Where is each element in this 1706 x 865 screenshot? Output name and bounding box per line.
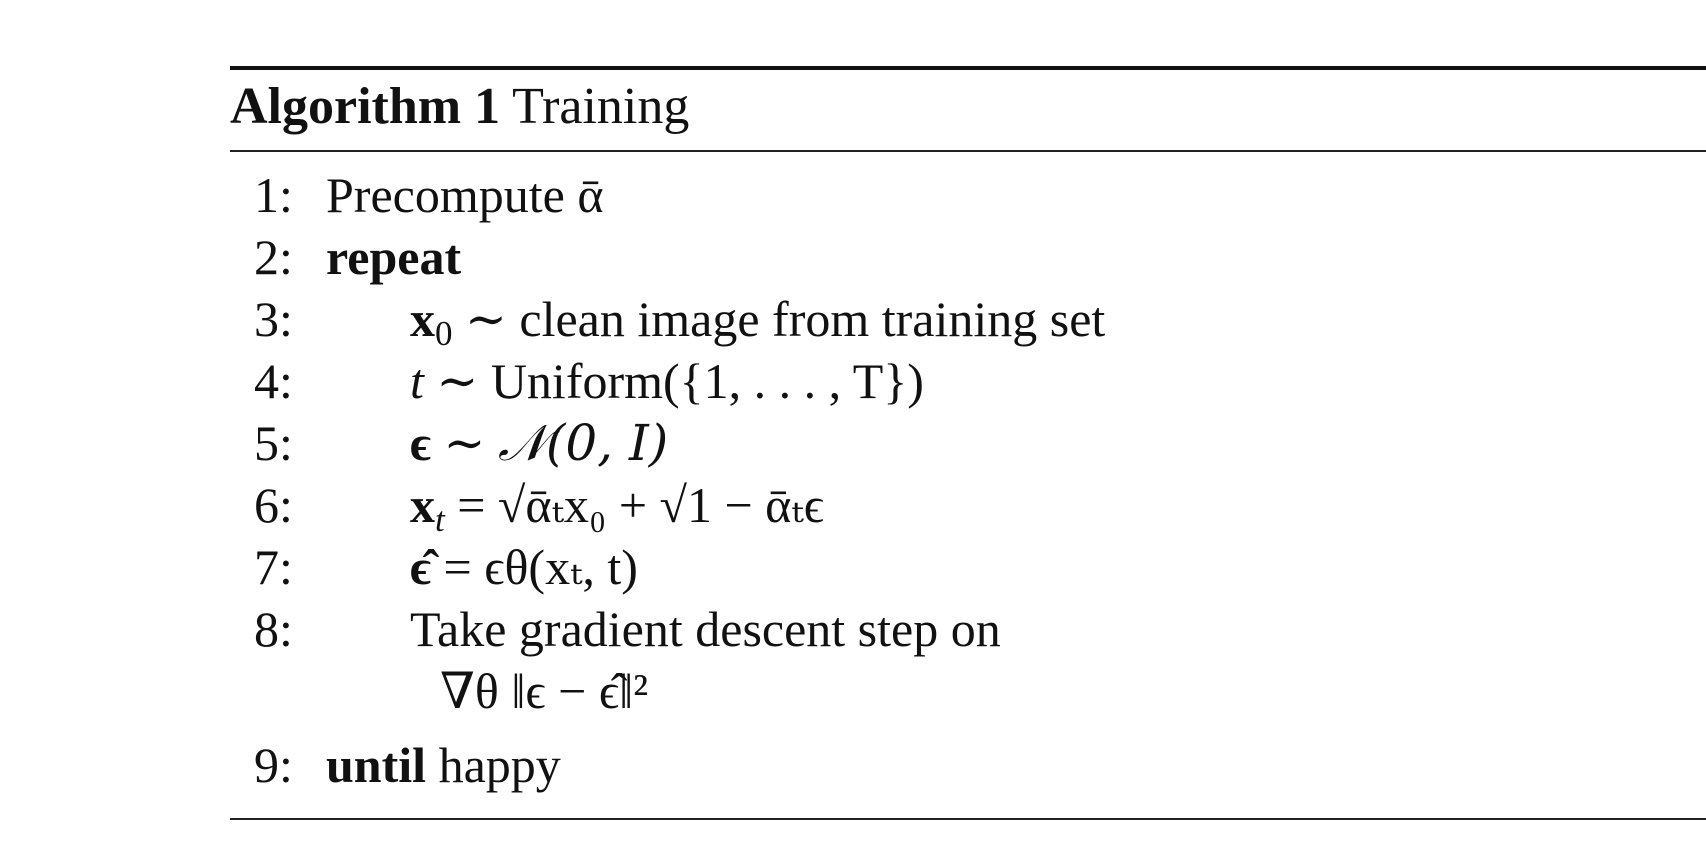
line-number: 9: — [254, 737, 293, 793]
top-rule — [230, 66, 1706, 70]
math-epsilon-hat: ϵ̂ — [410, 539, 432, 595]
math-epsilon: ϵ — [410, 415, 432, 471]
algorithm-line-8: 8: Take gradient descent step on — [230, 598, 1706, 660]
line-text: ϵ ∼ 𝒩(0, I) — [410, 414, 669, 472]
line-text: ϵ̂ = ϵθ(xₜ, t) — [410, 536, 638, 598]
algorithm-title: Training — [512, 78, 690, 135]
line-text: x0 ∼ clean image from training set — [410, 291, 1106, 353]
keyword-until: until — [326, 737, 427, 793]
line-text: until happy — [326, 734, 561, 796]
keyword-repeat: repeat — [326, 229, 462, 285]
line-number: 7: — [254, 539, 293, 595]
algorithm-line-3: 3: x0 ∼ clean image from training set — [230, 288, 1706, 353]
line-phrase: happy — [438, 737, 561, 793]
line-number: 1: — [254, 167, 293, 223]
algorithm-line-4: 4: t ∼ Uniform({1, . . . , T}) — [230, 350, 1706, 412]
algorithm-line-2: 2: repeat — [230, 226, 1706, 288]
line-text: t ∼ Uniform({1, . . . , T}) — [410, 353, 924, 409]
algorithm-label: Algorithm 1 — [230, 78, 501, 135]
math-x0: x0 — [410, 291, 453, 353]
algorithm-line-1: 1: Precompute ᾱ — [230, 164, 1706, 226]
line-number: 8: — [254, 601, 293, 657]
math-expression: = ϵθ(xₜ, t) — [443, 539, 638, 595]
line-number: 3: — [254, 291, 293, 347]
line-text: Take gradient descent step on — [410, 601, 1001, 657]
line-text: xt = √ᾱₜx₀ + √1 − ᾱₜϵ — [410, 474, 824, 551]
header-rule — [230, 150, 1706, 152]
algorithm-caption: Algorithm 1 Training — [230, 76, 1706, 138]
algorithm-lines: 1: Precompute ᾱ 2: repeat 3: x0 ∼ clean … — [230, 164, 1706, 796]
algorithm-line-5: 5: ϵ ∼ 𝒩(0, I) — [230, 412, 1706, 474]
line-number: 5: — [254, 415, 293, 471]
algorithm-line-8-continued: ∇θ ‖ϵ − ϵ̂‖² — [230, 660, 1706, 734]
line-number: 6: — [254, 477, 293, 533]
line-phrase: clean image from training set — [519, 291, 1106, 347]
algorithm-line-9: 9: until happy — [230, 734, 1706, 796]
math-normal: 𝒩(0, I) — [497, 414, 669, 472]
math-expression: = √ᾱₜx₀ + √1 − ᾱₜϵ — [457, 477, 824, 533]
algorithm-line-6: 6: xt = √ᾱₜx₀ + √1 − ᾱₜϵ — [230, 474, 1706, 539]
line-text: Precompute ᾱ — [326, 167, 604, 223]
bottom-rule — [230, 818, 1706, 820]
math-gradient-expression: ∇θ ‖ϵ − ϵ̂‖² — [440, 663, 649, 719]
line-number: 4: — [254, 353, 293, 409]
algorithm-line-7: 7: ϵ̂ = ϵθ(xₜ, t) — [230, 536, 1706, 598]
math-t: t — [410, 353, 424, 409]
algorithm-box: Algorithm 1 Training 1: Precompute ᾱ 2: … — [230, 66, 1706, 820]
line-number: 2: — [254, 229, 293, 285]
math-xt: xt — [410, 477, 445, 539]
math-uniform: Uniform({1, . . . , T}) — [490, 353, 924, 409]
